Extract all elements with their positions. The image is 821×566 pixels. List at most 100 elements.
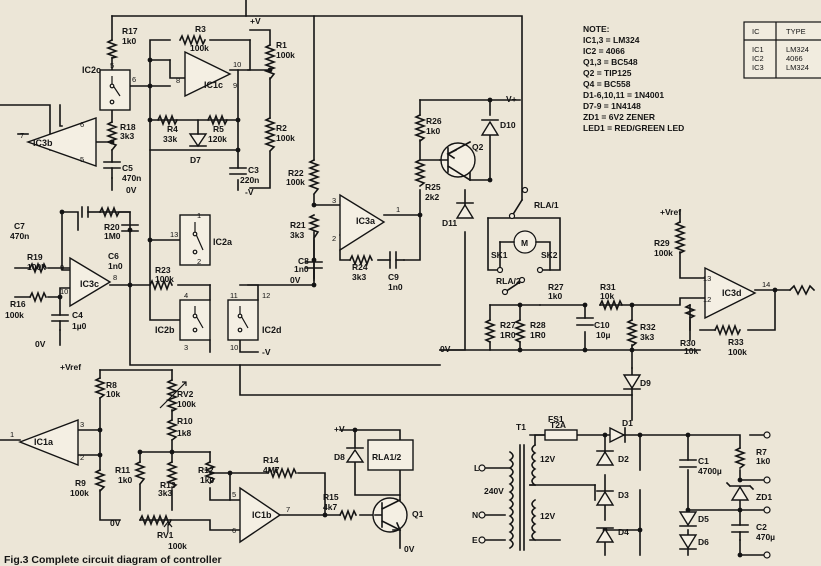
svg-text:Q1: Q1 [412,509,424,519]
svg-text:R13: R13 [160,480,176,490]
svg-text:220n: 220n [240,175,259,185]
resistor-r14 [266,466,298,480]
resistor-r30 [683,303,697,320]
svg-text:M: M [521,238,528,248]
svg-text:120k: 120k [208,134,227,144]
svg-text:IC3a: IC3a [356,216,376,226]
fuse-fs1 [544,429,578,441]
resistor-r23 [148,278,174,292]
table-header: TYPE [786,27,806,36]
svg-text:D7: D7 [190,155,201,165]
svg-text:L: L [474,463,479,473]
svg-text:3k3: 3k3 [352,272,366,282]
svg-text:IC3d: IC3d [722,288,742,298]
svg-text:R1: R1 [276,40,287,50]
svg-text:10: 10 [233,60,241,69]
svg-text:SK2: SK2 [541,250,558,260]
diode-d9 [622,374,642,390]
svg-text:D9: D9 [640,378,651,388]
svg-text:R4: R4 [167,124,178,134]
svg-text:R16: R16 [10,299,26,309]
svg-text:8: 8 [113,273,117,282]
svg-text:C8: C8 [298,256,309,266]
svg-text:6: 6 [132,75,136,84]
svg-text:+V: +V [334,424,345,434]
resistor-r28 [513,318,527,344]
svg-text:1µ0: 1µ0 [72,321,87,331]
switch-ic2b [179,299,211,341]
svg-text:C10: C10 [594,320,610,330]
junctions [57,57,778,558]
diode-d8 [345,447,365,463]
svg-text:R17: R17 [122,26,138,36]
svg-text:1R0: 1R0 [500,330,516,340]
svg-text:+V: +V [250,16,261,26]
figure-caption: Fig.3 Complete circuit diagram of contro… [4,554,222,566]
svg-text:IC2b: IC2b [155,325,175,335]
diode-d7 [188,119,208,148]
resistor-r20 [98,205,131,219]
note-line: NOTE: [583,24,610,34]
svg-text:1k0: 1k0 [122,36,136,46]
note-line: Q4 = BC558 [583,79,631,89]
svg-text:33k: 33k [163,134,177,144]
resistor-r19 [28,261,48,275]
svg-text:0V: 0V [35,339,46,349]
svg-text:C4: C4 [72,310,83,320]
svg-text:0V: 0V [126,185,137,195]
svg-text:7: 7 [20,131,24,140]
svg-text:100k: 100k [654,248,673,258]
svg-text:D10: D10 [500,120,516,130]
svg-text:IC2d: IC2d [262,325,282,335]
svg-text:13: 13 [703,274,711,283]
resistor-r29 [673,220,687,255]
svg-text:D2: D2 [618,454,629,464]
svg-text:R27: R27 [548,282,564,292]
svg-text:10: 10 [60,287,68,296]
resistor-r15 [338,508,358,522]
diode-d1 [609,426,626,444]
svg-text:IC3b: IC3b [33,138,53,148]
svg-text:100k: 100k [177,399,196,409]
svg-text:3k3: 3k3 [120,131,134,141]
svg-text:3: 3 [332,196,336,205]
svg-text:R19: R19 [27,252,43,262]
svg-text:V+: V+ [506,94,517,104]
svg-text:RLA1/2: RLA1/2 [372,452,402,462]
svg-text:100k: 100k [276,133,295,143]
svg-text:R12: R12 [198,465,214,475]
svg-text:1n0: 1n0 [388,282,403,292]
svg-text:-V: -V [245,187,254,197]
resistor-r3 [178,33,207,47]
svg-text:IC1b: IC1b [252,510,272,520]
svg-text:1: 1 [396,205,400,214]
svg-text:IC3c: IC3c [80,279,99,289]
terminals [763,284,816,559]
capacitor-c5 [103,161,121,169]
svg-text:13: 13 [170,230,178,239]
svg-text:470µ: 470µ [756,532,775,542]
svg-text:D11: D11 [442,218,457,228]
power-supply [478,429,578,551]
svg-text:1k0: 1k0 [756,456,770,466]
svg-text:R25: R25 [425,182,441,192]
opamps [18,50,757,544]
diode-d2 [595,450,615,466]
svg-text:R30: R30 [680,338,696,348]
svg-text:R29: R29 [654,238,670,248]
svg-text:+Vref: +Vref [660,207,681,217]
svg-text:10: 10 [230,343,238,352]
svg-text:4M7: 4M7 [263,465,280,475]
svg-text:1k0: 1k0 [118,475,132,485]
diodes [188,119,755,550]
svg-text:1k8: 1k8 [177,428,191,438]
svg-text:D5: D5 [698,514,709,524]
svg-text:8: 8 [176,76,180,85]
svg-text:IC1a: IC1a [34,437,54,447]
resistor-r25 [413,158,427,188]
svg-text:R20: R20 [104,222,120,232]
resistors [28,33,747,532]
svg-text:12V: 12V [540,511,555,521]
